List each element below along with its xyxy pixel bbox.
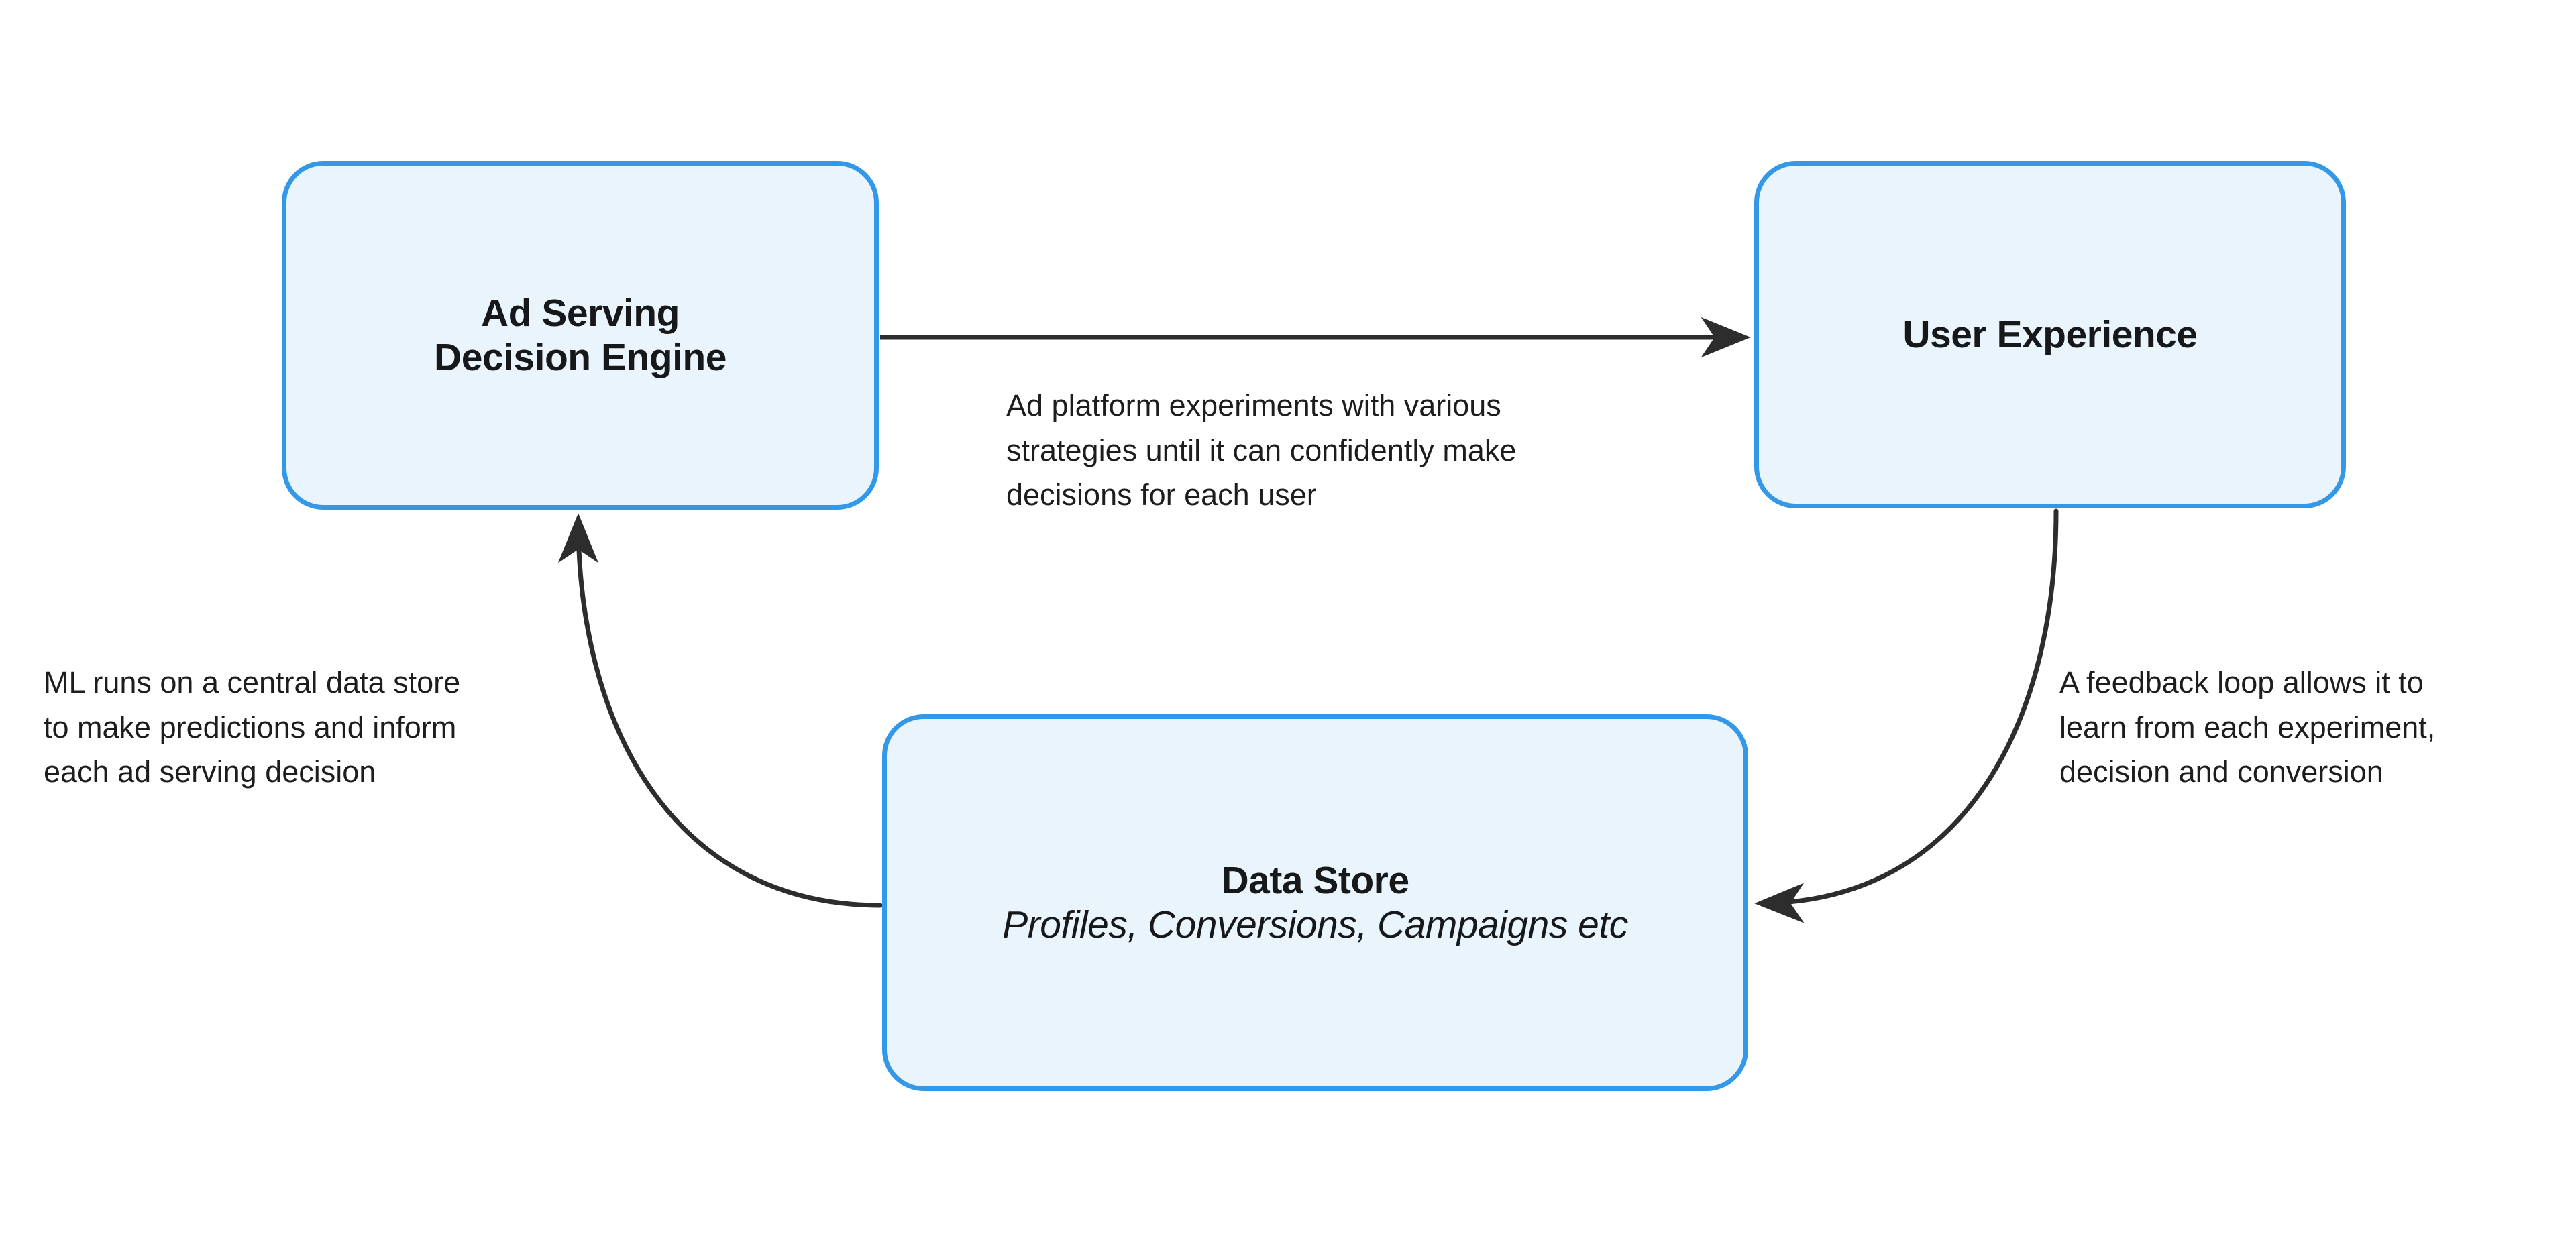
edge-label-engine-to-user-experience: Ad platform experiments with various str…: [1006, 388, 1517, 512]
node-title: User Experience: [1902, 313, 2198, 356]
node-subtitle: Profiles, Conversions, Campaigns etc: [1002, 903, 1628, 946]
edge-data-store-to-engine: [557, 513, 883, 908]
edge-user-experience-to-data-store: [1754, 508, 2059, 923]
node-title: Data Store: [1221, 858, 1409, 902]
node-ad-serving-decision-engine[interactable]: Ad Serving Decision Engine: [282, 161, 879, 510]
node-title: Ad Serving Decision Engine: [434, 291, 727, 379]
node-data-store[interactable]: Data Store Profiles, Conversions, Campai…: [882, 714, 1748, 1091]
edge-label-data-store-to-engine: ML runs on a central data store to make …: [44, 665, 461, 789]
node-user-experience[interactable]: User Experience: [1754, 161, 2346, 508]
edge-label-user-experience-to-data-store: A feedback loop allows it to learn from …: [2059, 665, 2436, 789]
